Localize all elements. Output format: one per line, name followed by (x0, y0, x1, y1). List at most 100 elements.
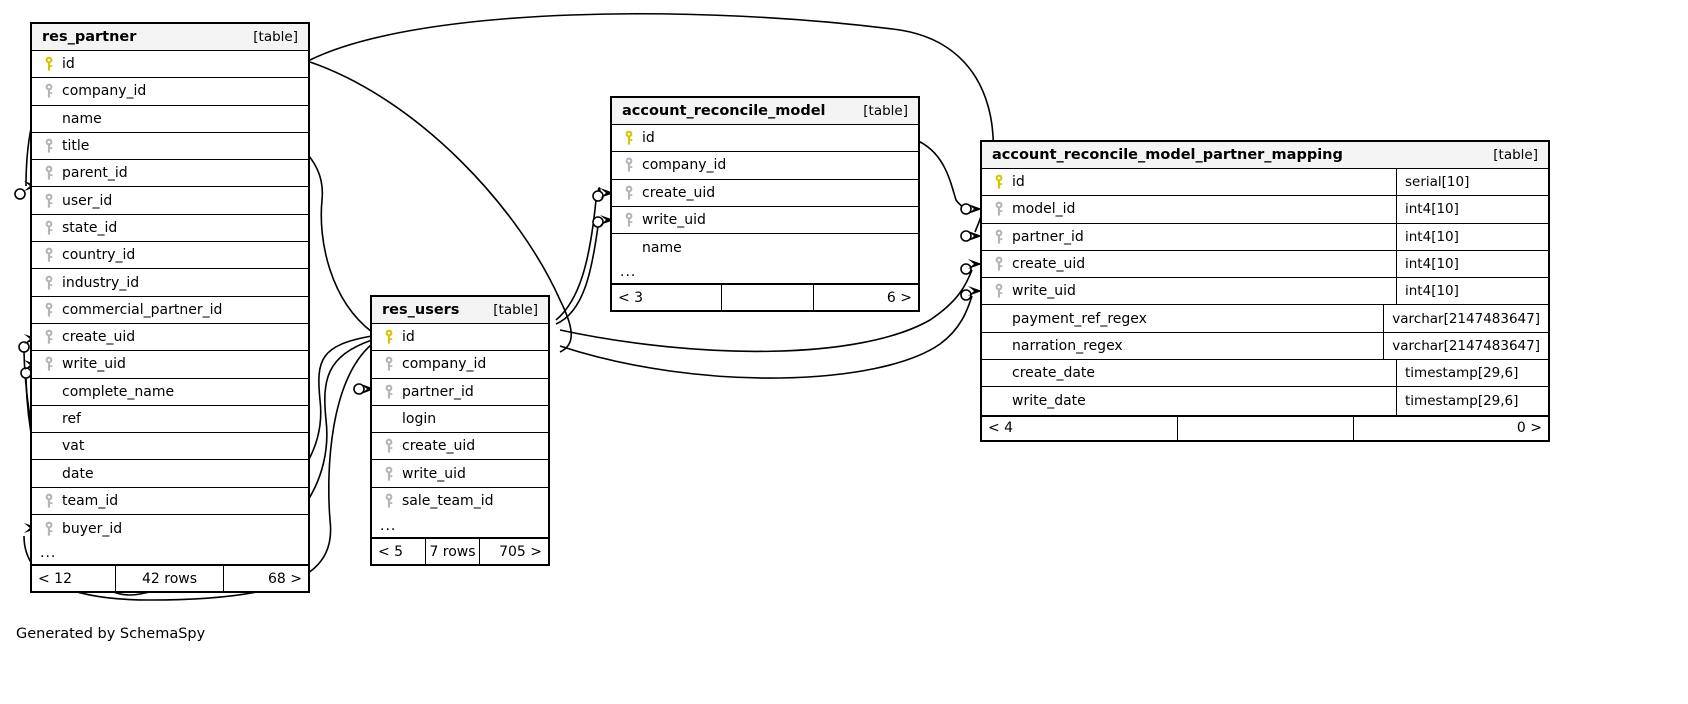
column-name-cell: narration_regex (982, 338, 1383, 354)
table-row[interactable]: team_id (32, 487, 308, 516)
column-name-cell: ref (32, 411, 308, 427)
column-name: payment_ref_regex (1012, 310, 1147, 327)
footer-prev[interactable]: < 4 (982, 416, 1178, 440)
more-columns-indicator: ... (612, 261, 918, 286)
column-name-cell: date (32, 466, 308, 482)
footer-next[interactable]: 6 > (886, 289, 912, 306)
column-name-cell: vat (32, 438, 308, 454)
table-row[interactable]: name (32, 105, 308, 133)
foreign-key-icon (990, 256, 1008, 272)
footer-prev[interactable]: < 3 (612, 285, 722, 311)
table-row[interactable]: industry_id (32, 269, 308, 297)
table-row[interactable]: state_id (32, 214, 308, 243)
column-name-cell: payment_ref_regex (982, 311, 1383, 327)
foreign-key-icon (40, 356, 58, 372)
column-name-cell: partner_id (372, 384, 548, 400)
column-type: varchar[2147483647] (1383, 332, 1548, 360)
column-name-cell: sale_team_id (372, 493, 548, 509)
table-row[interactable]: date (32, 460, 308, 488)
column-name: write_uid (1012, 283, 1076, 300)
footer-prev[interactable]: < 12 (32, 566, 116, 592)
table-row[interactable]: id (612, 125, 918, 153)
foreign-key-icon (40, 83, 58, 99)
table-res_users[interactable]: res_users [table] id company_id partner_id… (370, 295, 550, 567)
foreign-key-icon (40, 302, 58, 318)
column-name: company_id (402, 356, 487, 373)
column-name: name (642, 239, 682, 256)
more-columns-indicator: ... (372, 515, 548, 540)
table-row[interactable]: title (32, 132, 308, 161)
foreign-key-icon (40, 220, 58, 236)
table-row[interactable]: name (612, 234, 918, 262)
column-name-cell: industry_id (32, 275, 308, 291)
table-title: res_partner (42, 28, 137, 45)
column-name: state_id (62, 219, 118, 236)
table-row[interactable]: create_uid (32, 323, 308, 352)
foreign-key-icon (380, 438, 398, 454)
table-row[interactable]: partner_id (372, 378, 548, 406)
table-row[interactable]: company_id (612, 152, 918, 180)
table-row[interactable]: vat (32, 433, 308, 461)
table-row[interactable]: user_id (32, 187, 308, 215)
foreign-key-icon (990, 201, 1008, 217)
column-name: user_id (62, 192, 113, 209)
column-name: complete_name (62, 383, 175, 400)
table-row[interactable]: id (32, 51, 308, 79)
table-row[interactable]: write_uid (372, 460, 548, 488)
footer-next[interactable]: 705 > (499, 543, 542, 560)
table-header: res_users [table] (372, 297, 548, 324)
table-row[interactable]: commercial_partner_id (32, 296, 308, 324)
footer-rowcount: 7 rows (426, 539, 480, 565)
column-name: company_id (62, 83, 147, 100)
column-name: team_id (62, 492, 119, 509)
table-row[interactable]: id (372, 324, 548, 352)
table-row[interactable]: complete_name (32, 378, 308, 406)
column-name: partner_id (1012, 228, 1084, 245)
column-name-cell: create_uid (32, 329, 308, 345)
table-row[interactable]: ref (32, 405, 308, 434)
primary-key-icon (620, 130, 638, 146)
table-row[interactable]: company_id (32, 78, 308, 106)
table-footer: < 4 0 > (982, 414, 1548, 440)
footer-prev[interactable]: < 5 (372, 539, 426, 565)
table-account_reconcile_model_partner_mapping[interactable]: account_reconcile_model_partner_mapping … (980, 140, 1550, 442)
table-footer: < 12 42 rows 68 > (32, 566, 308, 592)
table-row[interactable]: company_id (372, 351, 548, 379)
column-name-cell: id (372, 329, 548, 345)
table-row[interactable]: country_id (32, 242, 308, 270)
footer-next[interactable]: 0 > (1516, 420, 1542, 437)
column-name-cell: write_uid (32, 356, 308, 372)
table-row[interactable]: buyer_id (32, 515, 308, 543)
table-row[interactable]: write_uid (32, 351, 308, 379)
table-row[interactable]: login (372, 405, 548, 434)
column-name-cell: write_uid (372, 466, 548, 482)
table-row[interactable]: write_uid (612, 206, 918, 235)
table-row[interactable]: create_uid (612, 179, 918, 207)
table-row[interactable]: sale_team_id (372, 487, 548, 516)
table-tag: [table] (493, 301, 538, 318)
table-row[interactable]: parent_id (32, 160, 308, 188)
column-name-cell: team_id (32, 493, 308, 509)
column-name-cell: create_uid (372, 438, 548, 454)
table-row[interactable]: create_uid (372, 433, 548, 461)
footer-next[interactable]: 68 > (268, 570, 302, 587)
more-columns-indicator: ... (32, 542, 308, 567)
column-name: create_uid (402, 438, 476, 455)
column-name-cell: name (612, 240, 918, 256)
foreign-key-icon (620, 157, 638, 173)
table-header: res_partner [table] (32, 24, 308, 51)
table-footer: < 5 7 rows 705 > (372, 539, 548, 565)
